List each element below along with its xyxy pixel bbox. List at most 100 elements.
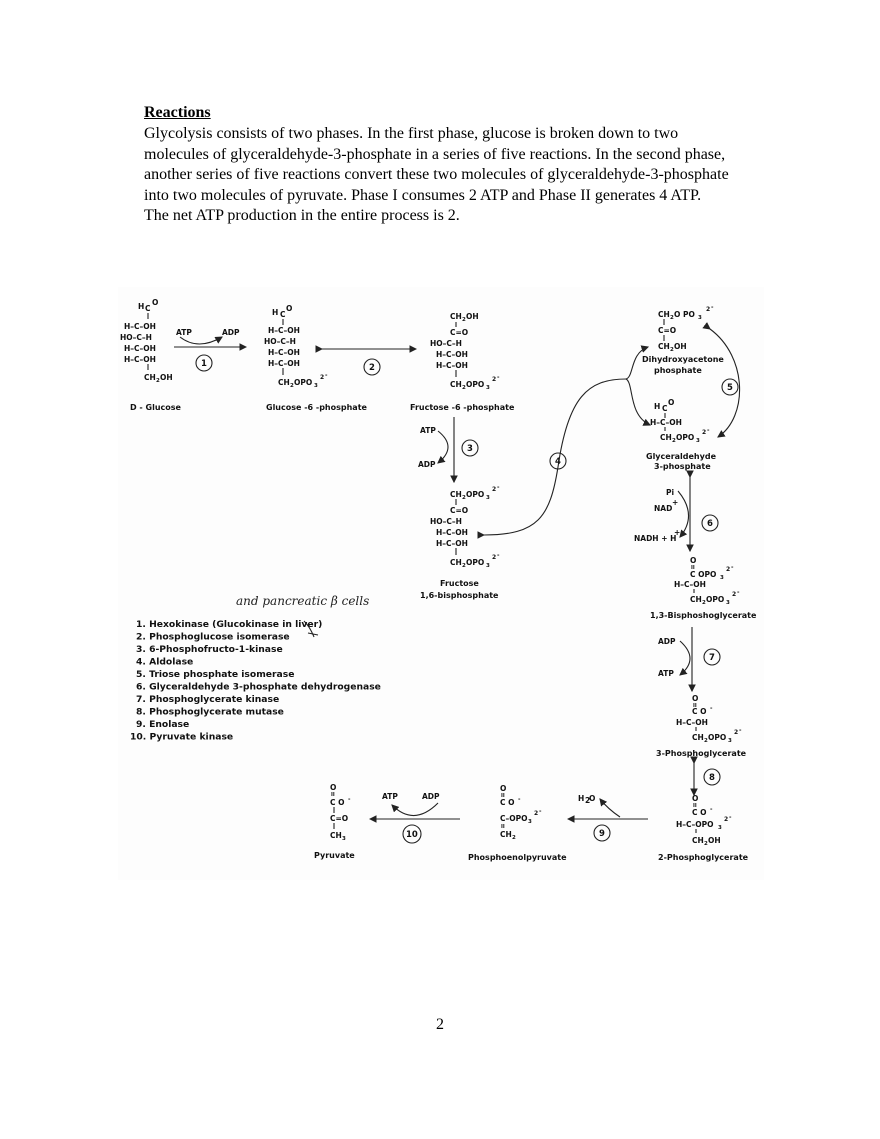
svg-text:3: 3 [342,836,346,842]
svg-text:2: 2 [706,306,710,313]
svg-text:H–C–OH: H–C–OH [124,322,156,331]
svg-text:CH: CH [450,312,462,321]
3-phosphoglycerate-label: 3-Phosphoglycerate [656,749,747,758]
step-2-number: 2 [369,363,375,373]
paragraph-line: Glycolysis consists of two phases. In th… [144,125,679,142]
svg-text:C=O: C=O [450,506,468,515]
step-9-water-sub: 2 [585,796,590,805]
step-10-arrow [368,802,460,823]
svg-text:2: 2 [726,566,730,573]
svg-text:II: II [501,824,505,830]
svg-text:OPO: OPO [706,595,724,604]
step-7-arrow [679,627,696,693]
step-6-number: 6 [707,519,713,529]
svg-text:H–C–OH: H–C–OH [268,326,300,335]
svg-text:H–C–OH: H–C–OH [676,718,708,727]
svg-text:HO–C–H: HO–C–H [264,337,296,346]
svg-text:-: - [518,796,521,803]
svg-text:H–C–OH: H–C–OH [650,418,682,427]
svg-text:C O: C O [500,798,515,807]
svg-text:OH: OH [466,312,479,321]
step-6-circle [701,514,719,532]
svg-text:-: - [497,484,500,491]
svg-text:H–C–OH: H–C–OH [674,580,706,589]
enzyme-1: 1. Hexokinase (Glucokinase in liver) [136,619,322,630]
svg-text:H–C–OH: H–C–OH [124,355,156,364]
bisphosphoglycerate-label: 1,3-Bisphoshoglycerate [650,611,757,620]
step-1-arrow [174,336,248,351]
svg-text:OPO: OPO [466,490,484,499]
svg-text:3: 3 [728,738,732,744]
svg-text:2: 2 [534,810,538,817]
handwritten-caret [303,620,319,638]
glucose-6-phosphate-label: Glucose -6 -phosphate [266,403,368,412]
step-2-circle [363,358,381,376]
svg-text:C: C [145,304,151,313]
enzyme-5: 5. Triose phosphate isomerase [136,669,294,680]
g3p-label-1: Glyceraldehyde [646,452,717,461]
svg-text:H: H [138,302,144,311]
step-3-number: 3 [467,444,473,454]
step-1-atp: ATP [176,328,192,337]
svg-text:CH: CH [692,836,704,845]
svg-text:O: O [500,784,506,793]
svg-text:C: C [280,310,286,319]
pyruvate-label: Pyruvate [314,851,355,860]
svg-text:O: O [692,694,698,703]
step-1-circle [195,354,213,372]
step-3-arrow [437,417,458,484]
step-6-nad: NAD [654,504,672,513]
svg-text:2: 2 [512,835,516,841]
svg-text:3: 3 [698,315,702,321]
svg-text:2: 2 [670,315,674,321]
svg-text:3: 3 [718,825,722,831]
step-6-nadh: NADH + H [634,534,676,543]
svg-text:HO–C–H: HO–C–H [430,517,462,526]
svg-text:C=O: C=O [330,814,348,823]
svg-text:H–C–OH: H–C–OH [436,361,468,370]
svg-text:2: 2 [462,495,466,501]
enzyme-6: 6. Glyceraldehyde 3-phosphate dehydrogen… [136,682,381,693]
step-9-arrow [566,798,648,823]
step-8-circle [703,768,721,786]
svg-text:3: 3 [314,383,318,389]
handwritten-note: and pancreatic β cells [236,594,369,608]
svg-text:II: II [331,792,335,798]
step-6-arrow [677,470,694,553]
glucose-label: D - Glucose [130,403,182,412]
svg-text:-: - [497,374,500,381]
paragraph-line: The net ATP production in the entire pro… [144,207,460,225]
step-10-atp: ATP [382,792,398,801]
svg-text:CH: CH [658,310,670,319]
enzyme-legend: 1. Hexokinase (Glucokinase in liver) 2. … [130,619,381,743]
svg-text:2: 2 [702,429,706,436]
svg-text:CH: CH [144,373,156,382]
svg-text:CH: CH [692,733,704,742]
section-heading: Reactions [144,104,211,121]
svg-text:2: 2 [462,563,466,569]
svg-text:2: 2 [724,816,728,823]
svg-text:C O: C O [330,798,345,807]
svg-text:2: 2 [732,591,736,598]
svg-text:-: - [497,552,500,559]
svg-text:2: 2 [320,374,324,381]
step-5-number: 5 [727,383,733,393]
svg-text:-: - [729,814,732,821]
step-4-number: 4 [555,457,561,467]
svg-text:3: 3 [726,600,730,606]
svg-text:-: - [731,564,734,571]
svg-text:II: II [501,793,505,799]
svg-text:2: 2 [290,383,294,389]
enzyme-9: 9. Enolase [136,719,189,730]
2-phosphoglycerate-label: 2-Phosphoglycerate [658,853,749,862]
svg-text:3: 3 [486,385,490,391]
svg-text:CH: CH [658,342,670,351]
paragraph-line: another series of five reactions convert… [144,166,729,184]
dhap-label-2: phosphate [654,366,702,375]
enzyme-7: 7. Phosphoglycerate kinase [136,694,279,705]
